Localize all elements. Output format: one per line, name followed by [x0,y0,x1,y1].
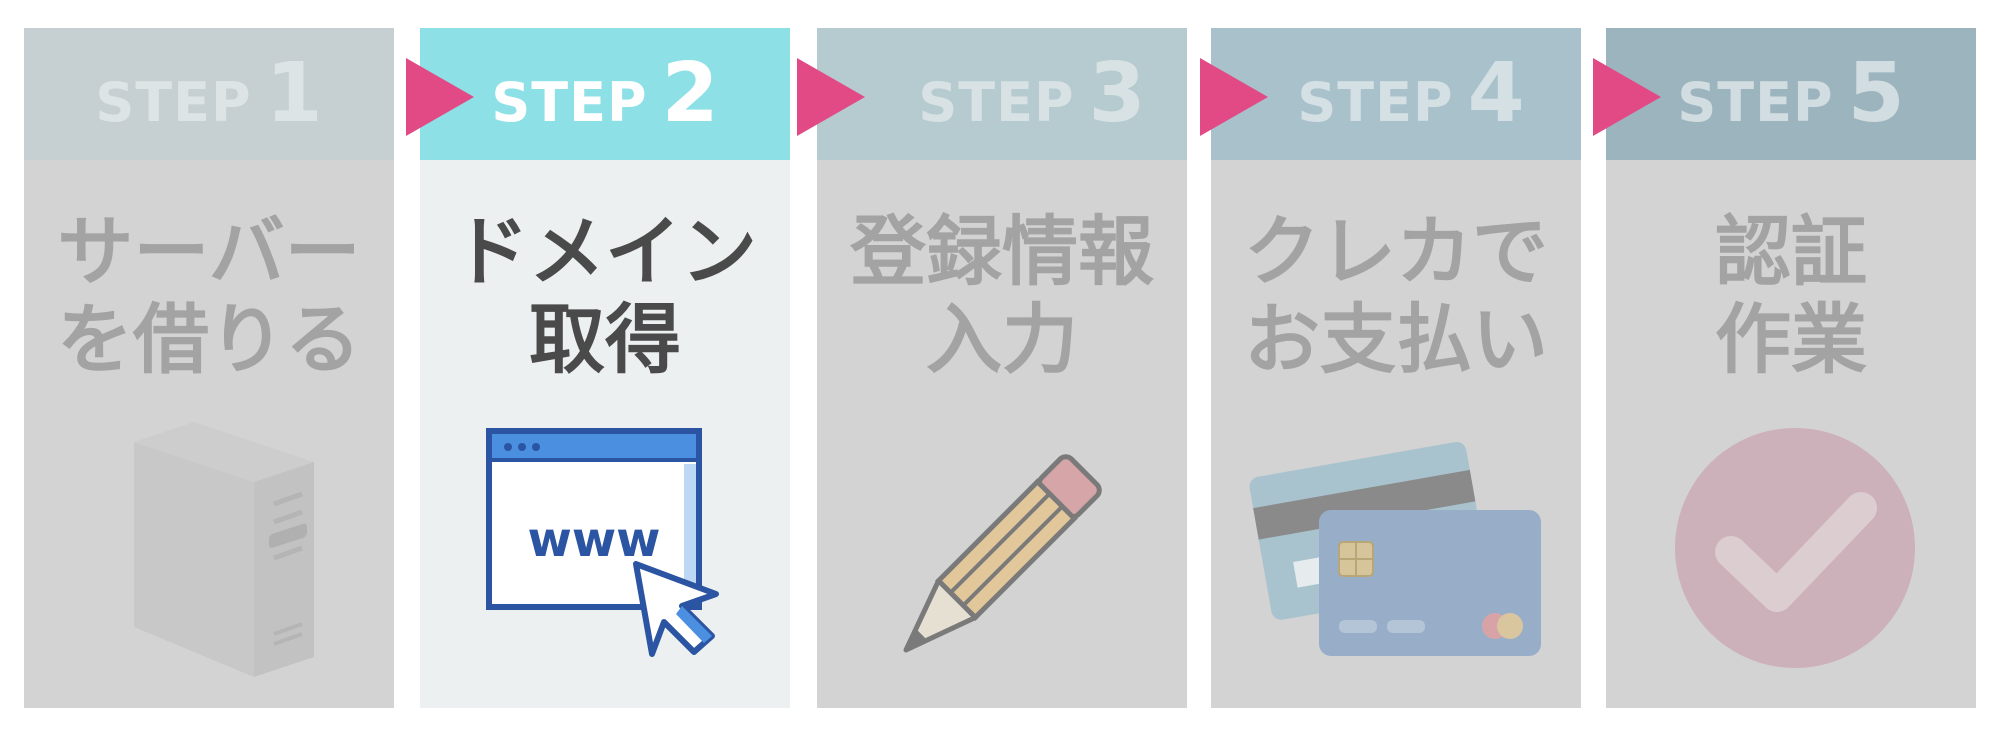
credit-card-icon [1249,442,1541,656]
step-4-number: 4 [1467,46,1525,141]
step-4-label: STEP [1297,71,1454,134]
step-1-number: 1 [265,46,323,141]
arrow-icon [797,58,865,136]
step-5-body: 認証 作業 [1606,160,1976,708]
step-3-number: 3 [1088,46,1146,141]
step-5-number: 5 [1847,46,1905,141]
step-4-header: STEP 4 [1211,28,1581,160]
step-2-card: STEP 2 ドメイン 取得 www [420,28,790,708]
arrow-icon [1593,58,1661,136]
step-1-label: STEP [95,71,252,134]
browser-www-icon: www [486,428,719,657]
step-5-card: STEP 5 認証 作業 [1606,28,1976,708]
check-circle-icon [1675,428,1915,668]
arrow-icon [406,58,474,136]
step-5-title: 認証 作業 [1715,207,1867,384]
server-icon [134,422,314,677]
browser-url-text: www [527,512,660,568]
step-3-title: 登録情報 入力 [850,207,1154,384]
step-5-header: STEP 5 [1606,28,1976,160]
step-1-title: サーバー を借りる [57,207,361,384]
step-2-title: ドメイン 取得 [453,207,757,384]
step-2-header: STEP 2 [420,28,790,160]
step-4-title: クレカで お支払い [1244,207,1548,384]
step-1-card: STEP 1 サーバー を借りる [24,28,394,708]
pencil-icon [903,454,1102,653]
step-2-number: 2 [661,46,719,141]
step-3-card: STEP 3 登録情報 入力 [817,28,1187,708]
step-5-label: STEP [1677,71,1834,134]
step-1-header: STEP 1 [24,28,394,160]
step-2-label: STEP [491,71,648,134]
step-2-body: ドメイン 取得 www [420,160,790,708]
step-3-body: 登録情報 入力 [817,160,1187,708]
step-4-card: STEP 4 クレカで お支払い [1211,28,1581,708]
step-4-body: クレカで お支払い [1211,160,1581,708]
arrow-icon [1200,58,1268,136]
step-3-label: STEP [918,71,1075,134]
step-3-header: STEP 3 [817,28,1187,160]
step-1-body: サーバー を借りる [24,160,394,708]
